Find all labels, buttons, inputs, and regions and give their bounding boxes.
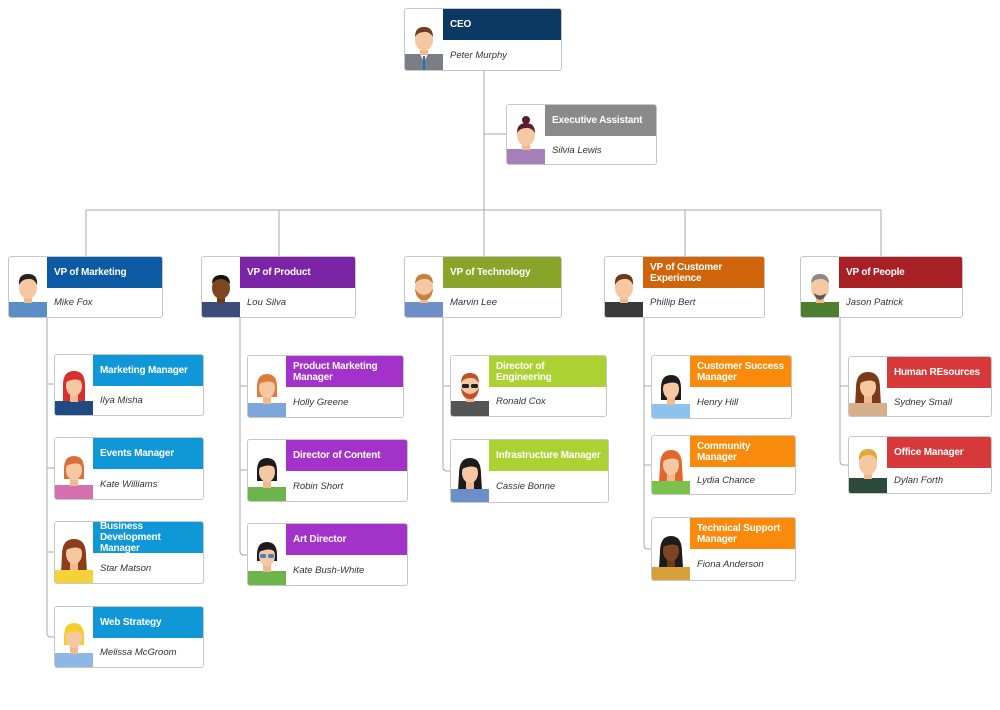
node-person-name: Lou Silva — [247, 297, 287, 308]
man-blond-icon — [849, 437, 887, 493]
woman-bun-icon — [507, 105, 545, 164]
woman-icon — [248, 356, 286, 417]
org-node-customer-success-manager[interactable]: Customer Success Manager Henry Hill — [651, 355, 792, 419]
org-node-art-director[interactable]: Art Director Kate Bush-White — [247, 523, 408, 586]
node-title: Executive Assistant — [545, 105, 656, 136]
node-person-name: Melissa McGroom — [100, 647, 177, 658]
node-title: Technical Support Manager — [690, 518, 795, 549]
org-node-web-strategy[interactable]: Web Strategy Melissa McGroom — [54, 606, 204, 668]
node-title: Infrastructure Manager — [489, 440, 608, 471]
node-title: Business Development Manager — [93, 522, 203, 554]
org-node-infrastructure-manager[interactable]: Infrastructure Manager Cassie Bonne — [450, 439, 609, 503]
org-node-vp-customer-experience[interactable]: VP of Customer Experience Phillip Bert — [604, 256, 765, 318]
node-person-name: Marvin Lee — [450, 297, 497, 308]
node-title: Director of Engineering — [489, 356, 606, 387]
woman-red-hair-icon — [55, 355, 93, 415]
node-person-name: Phillip Bert — [650, 297, 696, 308]
node-title: VP of Customer Experience — [643, 257, 764, 288]
node-title: Web Strategy — [93, 607, 203, 638]
man-dark-icon — [202, 257, 240, 317]
org-node-vp-people[interactable]: VP of People Jason Patrick — [800, 256, 963, 318]
man-beard-icon — [405, 257, 443, 317]
node-person-name: Dylan Forth — [894, 475, 944, 486]
node-person-name: Ilya Misha — [100, 395, 143, 406]
node-title: VP of Technology — [443, 257, 561, 288]
org-node-vp-product[interactable]: VP of Product Lou Silva — [201, 256, 356, 318]
node-person-name: Sydney Small — [894, 396, 953, 408]
node-person-name: Jason Patrick — [846, 297, 904, 308]
org-node-vp-marketing[interactable]: VP of Marketing Mike Fox — [8, 256, 163, 318]
node-title: Office Manager — [887, 437, 991, 468]
node-person-name: Robin Short — [293, 480, 344, 492]
node-title: VP of People — [839, 257, 962, 288]
node-person-name: Silvia Lewis — [552, 144, 602, 156]
org-node-technical-support-manager[interactable]: Technical Support Manager Fiona Anderson — [651, 517, 796, 581]
woman-blonde-icon — [55, 607, 93, 667]
woman-dark-hair-icon — [451, 440, 489, 502]
org-node-community-manager[interactable]: Community Manager Lydia Chance — [651, 435, 796, 495]
org-node-product-marketing-manager[interactable]: Product Marketing Manager Holly Greene — [247, 355, 404, 418]
org-node-events-manager[interactable]: Events Manager Kate Williams — [54, 437, 204, 500]
node-person-name: Holly Greene — [293, 396, 349, 408]
woman-icon — [55, 438, 93, 499]
node-title: Events Manager — [93, 438, 203, 469]
node-person-name: Kate Bush-White — [293, 564, 365, 576]
org-node-ceo[interactable]: CEO Peter Murphy — [404, 8, 562, 71]
node-person-name: Fiona Anderson — [697, 559, 764, 570]
org-node-vp-technology[interactable]: VP of Technology Marvin Lee — [404, 256, 562, 318]
node-person-name: Lydia Chance — [697, 475, 755, 486]
node-title: Marketing Manager — [93, 355, 203, 386]
node-title: Director of Content — [286, 440, 407, 471]
org-node-business-development-manager[interactable]: Business Development Manager Star Matson — [54, 521, 204, 584]
org-node-human-resources[interactable]: Human REsources Sydney Small — [848, 356, 992, 417]
woman-long-hair-icon — [55, 522, 93, 583]
man-icon — [9, 257, 47, 317]
node-person-name: Cassie Bonne — [496, 481, 556, 492]
node-title: Customer Success Manager — [690, 356, 791, 387]
org-node-marketing-manager[interactable]: Marketing Manager Ilya Misha — [54, 354, 204, 416]
node-person-name: Kate Williams — [100, 478, 158, 490]
org-node-office-manager[interactable]: Office Manager Dylan Forth — [848, 436, 992, 494]
node-title: CEO — [443, 9, 561, 40]
node-person-name: Mike Fox — [54, 297, 93, 308]
node-title: Product Marketing Manager — [286, 356, 403, 387]
node-person-name: Peter Murphy — [450, 49, 508, 61]
node-person-name: Ronald Cox — [496, 396, 546, 407]
woman-dark-skin-icon — [652, 518, 690, 580]
node-person-name: Star Matson — [100, 562, 152, 574]
woman-dark-hair-icon — [248, 440, 286, 501]
node-title: Art Director — [286, 524, 407, 555]
woman-glasses-icon — [248, 524, 286, 585]
man-icon — [605, 257, 643, 317]
woman-long-hair-icon — [849, 357, 887, 416]
node-title: Human REsources — [887, 357, 991, 388]
org-node-executive-assistant[interactable]: Executive Assistant Silvia Lewis — [506, 104, 657, 165]
node-title: VP of Marketing — [47, 257, 162, 288]
man-suit-icon — [405, 9, 443, 70]
node-person-name: Henry Hill — [697, 397, 739, 408]
org-node-director-of-content[interactable]: Director of Content Robin Short — [247, 439, 408, 502]
org-node-director-of-engineering[interactable]: Director of Engineering Ronald Cox — [450, 355, 607, 417]
node-title: Community Manager — [690, 436, 795, 467]
woman-dark-hair-icon — [652, 356, 690, 418]
node-title: VP of Product — [240, 257, 355, 288]
woman-icon — [652, 436, 690, 494]
man-gray-beard-icon — [801, 257, 839, 317]
man-sunglasses-icon — [451, 356, 489, 416]
